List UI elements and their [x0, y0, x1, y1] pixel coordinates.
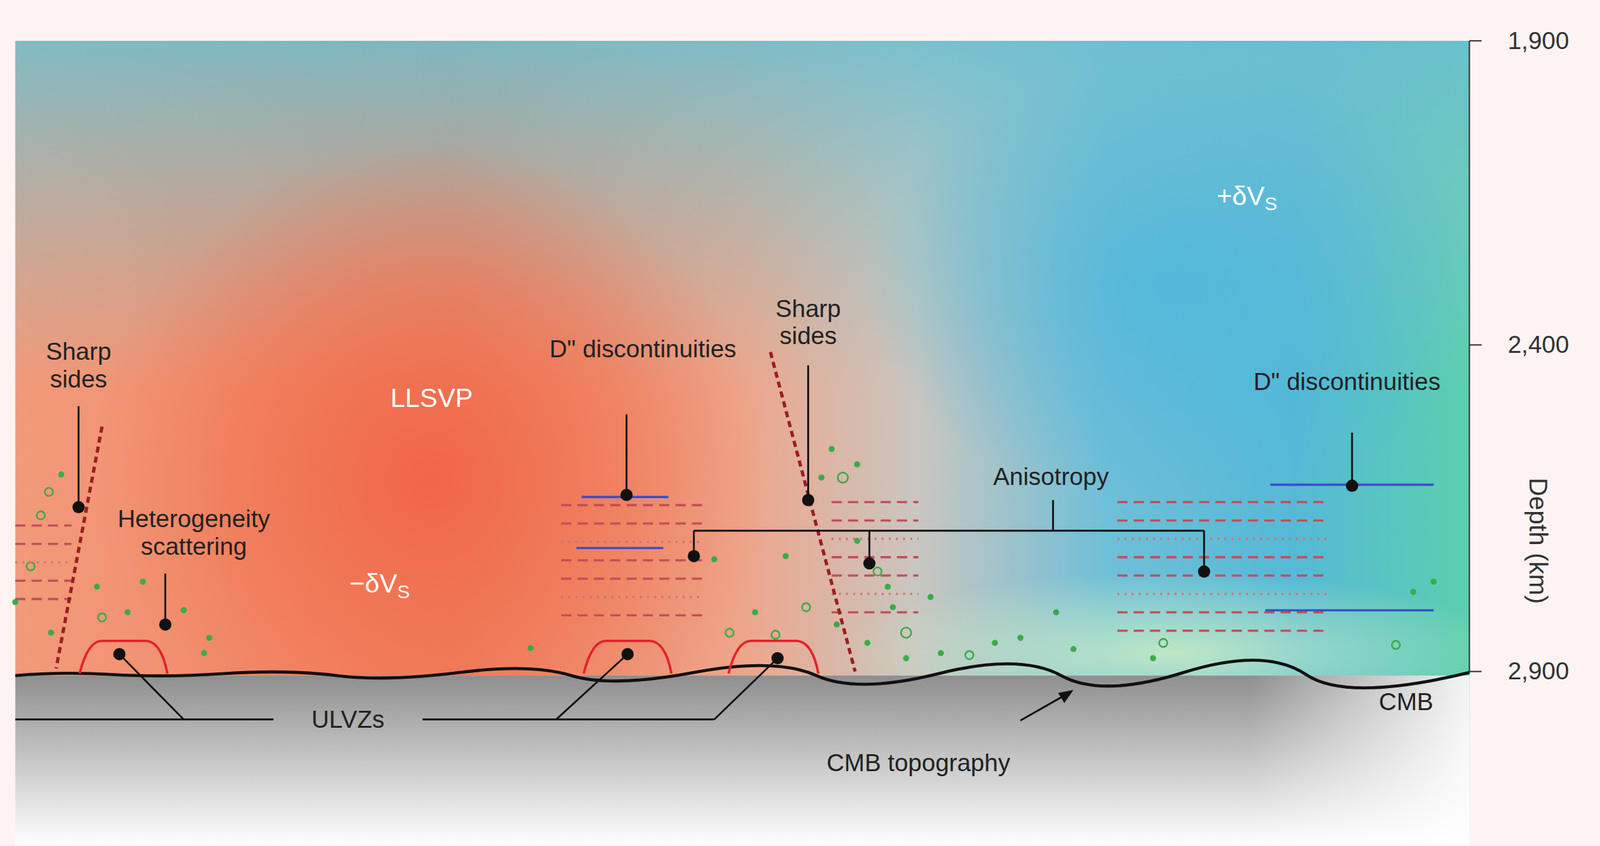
- scatterer-dot: [206, 634, 213, 642]
- scatterer-dot: [93, 583, 101, 591]
- scatterer-dot: [1391, 641, 1400, 650]
- scatterer-dot: [889, 604, 896, 611]
- scatterer-dot: [725, 628, 734, 637]
- scatterer-dot: [818, 474, 825, 481]
- anisotropy-dash: [1117, 574, 1327, 577]
- scatterer-dot: [47, 629, 55, 637]
- scatterer-dot: [57, 471, 65, 479]
- anisotropy-dash: [561, 614, 705, 618]
- scatterer-dot: [828, 446, 835, 453]
- anisotropy-dash: [561, 577, 705, 581]
- scatterer-dot: [802, 603, 811, 612]
- scatterer-dot: [1150, 655, 1157, 662]
- scatterer-dot: [139, 578, 146, 586]
- feature-label: D" discontinuities: [520, 335, 766, 364]
- anisotropy-dash: [831, 519, 919, 523]
- scatterer-dot: [853, 461, 861, 468]
- scatterer-dot: [36, 511, 45, 520]
- anisotropy-dash: [1117, 556, 1327, 559]
- scatterer-dot: [991, 639, 998, 647]
- anisotropy-dash: [561, 541, 705, 544]
- scatterer-dot: [1070, 646, 1077, 653]
- scatterer-dot: [782, 553, 789, 560]
- anisotropy-dash: [561, 559, 705, 562]
- anisotropy-dash: [561, 522, 705, 526]
- scatterer-dot: [527, 644, 534, 652]
- feature-label: ULVZs: [311, 705, 385, 734]
- boundary-label: CMB: [1379, 688, 1434, 717]
- anisotropy-dash: [1117, 537, 1327, 541]
- anisotropy-dash: [1117, 519, 1327, 523]
- tick-label: 2,900: [1507, 657, 1569, 686]
- anisotropy-dash: [15, 524, 72, 528]
- scatterer-dot: [884, 583, 891, 591]
- feature-label: Heterogeneity scattering: [71, 505, 317, 560]
- tick-label: 2,400: [1507, 330, 1569, 359]
- anisotropy-dash: [1117, 592, 1327, 596]
- feature-label: CMB topography: [816, 749, 1020, 778]
- region-label: LLSVP: [390, 383, 473, 413]
- anisotropy-dash: [831, 537, 919, 541]
- scatterer-dot: [937, 649, 944, 657]
- scatterer-dot: [1017, 634, 1024, 642]
- feature-label: Sharp sides: [761, 295, 854, 350]
- scatterer-dot: [965, 651, 974, 660]
- scatterer-dot: [200, 649, 207, 657]
- scatterer-dot: [902, 655, 910, 662]
- feature-label: D" discontinuities: [1224, 368, 1470, 396]
- scatterer-dot: [900, 627, 912, 638]
- anisotropy-dash: [831, 556, 919, 559]
- anisotropy-dash: [15, 561, 72, 564]
- scatterer-dot: [26, 562, 35, 571]
- anisotropy-dash: [561, 595, 705, 599]
- anisotropy-dash: [831, 592, 919, 596]
- scatterer-dot: [864, 639, 871, 647]
- velocity-label: +δVS: [1216, 181, 1278, 211]
- scatterer-dot: [838, 472, 849, 483]
- scatterer-dot: [1053, 609, 1060, 616]
- axis-title: Depth (km): [1523, 477, 1552, 604]
- feature-label: Anisotropy: [993, 463, 1110, 491]
- anisotropy-dash: [1117, 500, 1327, 504]
- scatterer-dot: [927, 593, 934, 601]
- scatterer-dot: [98, 613, 107, 622]
- tick-label: 1,900: [1507, 27, 1569, 55]
- scatterer-dot: [771, 631, 780, 640]
- anisotropy-dash: [15, 542, 72, 546]
- anisotropy-dash: [831, 574, 919, 577]
- velocity-label: −δVS: [349, 568, 410, 599]
- feature-label: Sharp sides: [32, 337, 125, 393]
- scatterer-dot: [1158, 639, 1168, 648]
- anisotropy-dash: [15, 579, 72, 582]
- scatterer-dot: [44, 488, 53, 497]
- scatterer-dot: [1430, 578, 1438, 586]
- scatterer-dot: [710, 556, 718, 563]
- scatterer-dot: [180, 607, 187, 614]
- scatterer-dot: [873, 567, 882, 576]
- scatterer-dot: [1409, 588, 1417, 596]
- anisotropy-dash: [831, 611, 919, 615]
- anisotropy-dash: [15, 598, 72, 601]
- scatterer-dot: [751, 609, 759, 616]
- anisotropy-dash: [831, 500, 919, 504]
- anisotropy-dash: [1117, 629, 1327, 633]
- anisotropy-dash: [561, 503, 705, 507]
- scatterer-dot: [833, 621, 840, 628]
- anisotropy-dash: [1117, 611, 1327, 615]
- scatterer-dot: [124, 609, 131, 616]
